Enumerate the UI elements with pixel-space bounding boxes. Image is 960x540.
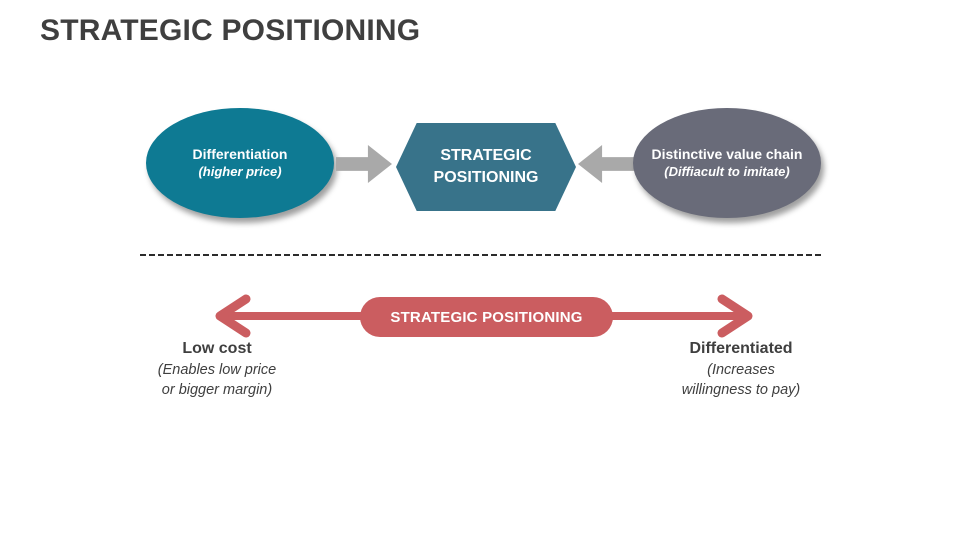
hexagon-label-line2: POSITIONING bbox=[433, 169, 539, 186]
differentiated-line2: willingness to pay) bbox=[681, 382, 801, 399]
arrow-left-icon bbox=[578, 145, 634, 183]
low-cost-line2: or bigger margin) bbox=[161, 382, 273, 399]
page-title: STRATEGIC POSITIONING bbox=[40, 14, 421, 47]
pill-label: STRATEGIC POSITIONING bbox=[390, 308, 583, 326]
differentiated-line1: (Increases bbox=[707, 362, 775, 378]
strategic-positioning-hexagon: STRATEGIC POSITIONING bbox=[396, 123, 576, 211]
differentiated-title: Differentiated bbox=[689, 340, 793, 357]
hexagon-label-line1: STRATEGIC bbox=[440, 147, 532, 165]
dashed-divider bbox=[140, 254, 824, 256]
differentiation-ellipse-subtitle: (higher price) bbox=[198, 163, 282, 179]
differentiation-ellipse: Differentiation (higher price) bbox=[146, 108, 334, 218]
value-chain-ellipse-subtitle: (Diffiacult to imitate) bbox=[664, 163, 790, 179]
low-cost-line1: (Enables low price bbox=[157, 362, 277, 378]
low-cost-title: Low cost bbox=[182, 340, 252, 357]
arrow-right-icon bbox=[336, 145, 392, 183]
differentiation-ellipse-title: Differentiation bbox=[192, 146, 288, 163]
low-cost-label: Low cost (Enables low price or bigger ma… bbox=[132, 340, 302, 401]
value-chain-ellipse: Distinctive value chain (Diffiacult to i… bbox=[633, 108, 821, 218]
strategic-positioning-pill: STRATEGIC POSITIONING bbox=[360, 297, 613, 337]
differentiated-label: Differentiated (Increases willingness to… bbox=[656, 340, 826, 401]
value-chain-ellipse-title: Distinctive value chain bbox=[651, 146, 803, 163]
